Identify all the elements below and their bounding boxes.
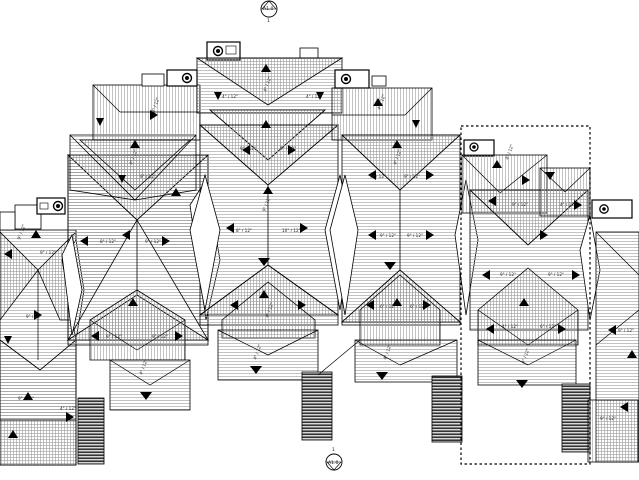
svg-text:9" / 12": 9" / 12" — [618, 328, 634, 333]
building-5: 9" / 12" 9" / 12" 4" / 12" 6" / 12" 9" /… — [461, 139, 601, 453]
section-marker-bottom: A1.0 1 — [325, 447, 343, 471]
svg-text:9" / 12": 9" / 12" — [548, 272, 564, 277]
svg-text:10" / 12": 10" / 12" — [282, 228, 301, 233]
section-marker-top: A1.0 1 — [260, 0, 278, 24]
section-marker-top-sheet: 1 — [267, 18, 270, 24]
exterior-stair-center — [301, 371, 333, 441]
svg-text:9" / 12": 9" / 12" — [106, 334, 122, 339]
svg-text:9" / 12": 9" / 12" — [140, 174, 156, 179]
svg-text:4" / 12": 4" / 12" — [306, 94, 322, 99]
svg-text:9" / 12": 9" / 12" — [370, 174, 386, 179]
svg-text:4" / 12": 4" / 12" — [376, 94, 386, 111]
unit-highlight-box — [460, 125, 591, 465]
svg-text:9" / 12": 9" / 12" — [280, 146, 296, 151]
svg-text:9" / 12": 9" / 12" — [380, 233, 396, 238]
svg-text:4" / 12": 4" / 12" — [262, 76, 272, 93]
svg-text:4" / 12": 4" / 12" — [560, 202, 576, 207]
building-2: 8" / 12" 9" / 12" 9" / 12" 9" / 12" 9" /… — [36, 69, 221, 411]
svg-text:4" / 12": 4" / 12" — [222, 94, 238, 99]
svg-text:6" / 12": 6" / 12" — [410, 304, 426, 309]
building-left: 9" / 12" 9" / 12" 9" / 12" 4" / 12" 9" /… — [0, 204, 105, 466]
building-3: 8" / 12" 10" / 12" 9" / 12" 9" / 12" 4" … — [189, 41, 353, 441]
svg-text:9" / 12": 9" / 12" — [18, 396, 34, 401]
svg-text:9" / 12": 9" / 12" — [26, 314, 42, 319]
svg-text:4" / 12": 4" / 12" — [60, 406, 76, 411]
svg-text:4" / 12": 4" / 12" — [128, 149, 138, 166]
svg-text:4" / 12": 4" / 12" — [382, 344, 392, 361]
svg-text:4" / 12": 4" / 12" — [520, 348, 530, 365]
svg-text:9" / 12": 9" / 12" — [261, 196, 271, 213]
svg-text:8" / 12": 8" / 12" — [236, 228, 252, 233]
svg-text:4" / 12": 4" / 12" — [392, 149, 402, 166]
svg-text:9" / 12": 9" / 12" — [407, 233, 423, 238]
svg-text:4" / 12": 4" / 12" — [138, 359, 148, 376]
exterior-stair-right — [431, 375, 463, 443]
svg-text:9" / 12": 9" / 12" — [500, 272, 516, 277]
svg-text:9" / 12": 9" / 12" — [16, 224, 26, 241]
svg-text:9" / 12": 9" / 12" — [145, 239, 161, 244]
svg-text:6" / 12": 6" / 12" — [540, 324, 556, 329]
svg-text:9" / 12": 9" / 12" — [152, 334, 168, 339]
exterior-stair — [77, 397, 105, 465]
svg-text:6" / 12": 6" / 12" — [380, 304, 396, 309]
section-marker-bottom-sheet: 1 — [332, 447, 335, 453]
exterior-stair-far-right — [561, 383, 591, 453]
svg-text:4" / 12": 4" / 12" — [264, 302, 274, 319]
svg-text:9" / 12": 9" / 12" — [600, 416, 616, 421]
svg-text:9" / 12": 9" / 12" — [512, 202, 528, 207]
svg-text:4" / 12": 4" / 12" — [502, 324, 518, 329]
svg-text:4" / 12": 4" / 12" — [504, 144, 514, 161]
section-marker-bottom-id: A1.0 — [328, 460, 339, 466]
section-marker-top-id: A1.0 — [263, 6, 274, 12]
svg-text:9" / 12": 9" / 12" — [40, 250, 56, 255]
svg-text:4" / 12": 4" / 12" — [252, 344, 262, 361]
building-4: 9" / 12" 9" / 12" 9" / 12" 9" / 12" 6" /… — [317, 69, 479, 443]
svg-text:9" / 12": 9" / 12" — [404, 174, 420, 179]
building-6: 9" / 12" 9" / 12" — [587, 199, 639, 463]
svg-text:9" / 12": 9" / 12" — [240, 146, 256, 151]
svg-text:4" / 12": 4" / 12" — [150, 97, 160, 114]
svg-text:8" / 12": 8" / 12" — [100, 239, 116, 244]
